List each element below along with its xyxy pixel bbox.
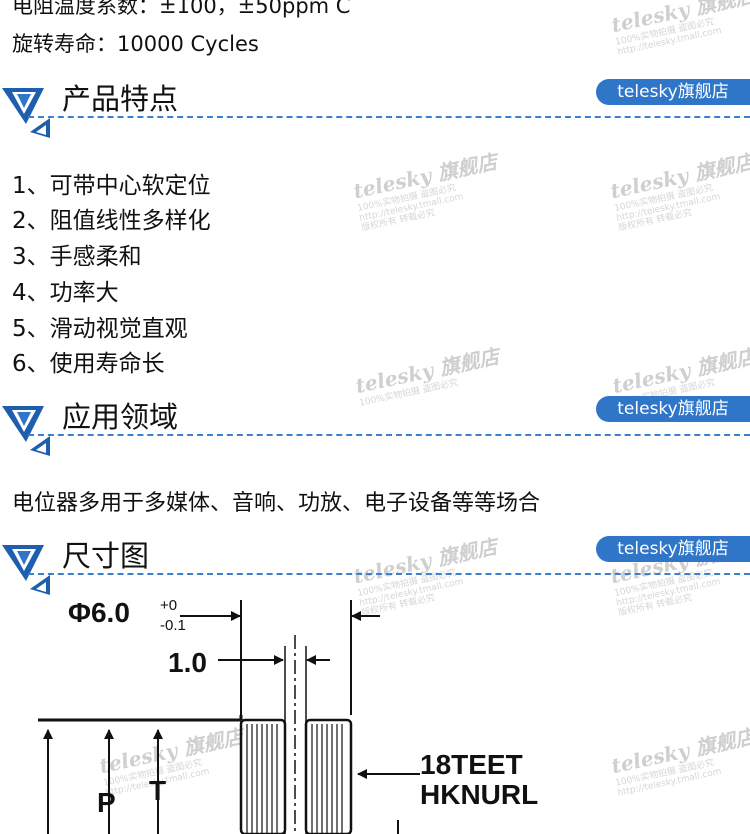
watermark-line1: 100%实物拍摄 盗图必究 (614, 17, 716, 48)
watermark-brand: telesky 旗舰店 (351, 149, 500, 204)
watermark-line1: 100%实物拍摄 盗图必究 (356, 183, 457, 214)
tolerance-lower: -0.1 (160, 617, 186, 634)
store-badge: telesky旗舰店 (596, 396, 750, 422)
feature-item: 1、可带中心软定位 (12, 173, 211, 199)
section-title: 尺寸图 (62, 539, 150, 573)
feature-item: 5、滑动视觉直观 (12, 316, 188, 342)
feature-item: 4、功率大 (12, 280, 119, 306)
label-p: P (97, 787, 116, 818)
store-badge: telesky旗舰店 (596, 536, 750, 562)
watermark-brand: telesky 旗舰店 (353, 344, 502, 398)
section-logo-icon (2, 545, 50, 595)
section-divider (28, 116, 750, 118)
knurled-shaft-left (239, 718, 287, 834)
section-divider (28, 434, 750, 436)
slot-label: 1.0 (168, 647, 207, 678)
watermark-line2: http://telesky.tmall.com (616, 25, 723, 58)
spec-rotation-life: 旋转寿命：10000 Cycles (12, 32, 259, 56)
tolerance-upper: +0 (160, 597, 177, 614)
watermark: telesky 旗舰店 100%实物拍摄 盗图必究 http://telesky… (607, 145, 750, 233)
watermark-brand: telesky 旗舰店 (609, 0, 750, 38)
dimension-drawing: Φ6.0 +0 -0.1 1.0 18TEET HKNURL (38, 597, 538, 834)
section-logo-icon (2, 88, 50, 138)
knurled-shaft-right (304, 718, 353, 834)
watermark-line2: http://telesky.tmall.com (358, 191, 465, 224)
diameter-label: Φ6.0 (68, 597, 130, 628)
watermark-brand: telesky 旗舰店 (608, 149, 750, 204)
watermark-line1: 100%实物拍摄 盗图必究 (613, 183, 714, 214)
feature-item: 2、阻值线性多样化 (12, 208, 211, 234)
watermark: telesky 旗舰店 100%实物拍摄 盗图必究 http://telesky… (609, 0, 750, 58)
knurl-label-line2: HKNURL (420, 779, 538, 810)
spec-temperature-coefficient: 电阻温度系数：±100，±50ppm C (12, 0, 351, 18)
application-description: 电位器多用于多媒体、音响、功放、电子设备等等场合 (12, 491, 541, 516)
feature-item: 3、手感柔和 (12, 244, 142, 270)
watermark-line2: http://telesky.tmall.com (615, 191, 722, 224)
section-logo-icon (2, 406, 50, 456)
knurl-label-line1: 18TEET (420, 749, 523, 780)
section-divider (28, 573, 750, 575)
feature-item: 6、使用寿命长 (12, 351, 165, 377)
store-badge: telesky旗舰店 (596, 79, 750, 105)
section-header-dimension: 尺寸图 telesky旗舰店 (0, 533, 750, 595)
watermark-line3: 版权所有 转载必究 (360, 208, 436, 234)
label-t: T (149, 775, 166, 806)
section-header-application: 应用领域 telesky旗舰店 (0, 394, 750, 456)
watermark-line3: 版权所有 转载必究 (617, 208, 693, 234)
section-title: 应用领域 (62, 400, 179, 434)
section-title: 产品特点 (62, 82, 179, 116)
watermark: telesky 旗舰店 100%实物拍摄 盗图必究 http://telesky… (350, 145, 505, 233)
section-header-features: 产品特点 telesky旗舰店 (0, 76, 750, 138)
watermark-brand: telesky 旗舰店 (610, 344, 750, 398)
